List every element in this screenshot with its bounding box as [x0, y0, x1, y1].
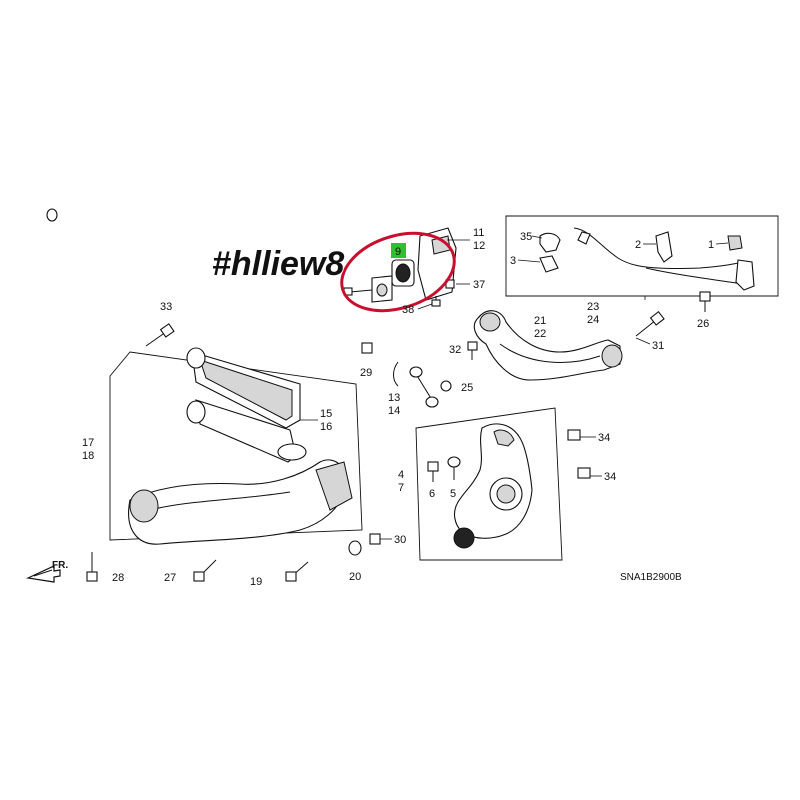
callout-25: 25: [461, 382, 473, 394]
direction-label: FR.: [52, 560, 68, 571]
bolt-28: [86, 552, 98, 582]
nut-25: [440, 380, 452, 392]
part-9-badge: [391, 243, 406, 258]
callout-33: 33: [160, 301, 172, 313]
callout-1: 1: [708, 239, 714, 251]
nut-34-upper: [567, 429, 581, 441]
stabilizer-bar: [46, 208, 406, 373]
callout-20: 20: [349, 571, 361, 583]
callout-38: 38: [402, 304, 414, 316]
callout-9: 9: [395, 246, 401, 258]
callout-34-lower: 34: [604, 471, 616, 483]
callout-24: 24: [587, 314, 599, 326]
lower-arm-group: [109, 347, 363, 545]
bolt-31: [635, 310, 665, 337]
callout-16: 16: [320, 421, 332, 433]
callout-7: 7: [398, 482, 404, 494]
callout-17: 17: [82, 437, 94, 449]
callout-19: 19: [250, 576, 262, 588]
nut-30: [369, 533, 381, 545]
callout-12: 12: [473, 240, 485, 252]
highlight-ellipse: [340, 231, 456, 313]
diagram-code: SNA1B2900B: [620, 572, 682, 583]
bolt-19: [285, 561, 309, 582]
bolt-33: [145, 323, 175, 347]
callout-18: 18: [82, 450, 94, 462]
stabilizer-bracket-assembly: [343, 227, 457, 307]
front-direction-arrow: [25, 565, 61, 583]
callout-22: 22: [534, 328, 546, 340]
callout-27: 27: [164, 572, 176, 584]
knuckle-group: [415, 407, 563, 561]
callout-31: 31: [652, 340, 664, 352]
bolt-32: [467, 341, 478, 360]
bolt-27: [193, 559, 217, 582]
bolt-5: [447, 456, 461, 480]
callout-29: 29: [360, 367, 372, 379]
bolt-26: [699, 291, 711, 312]
callout-5: 5: [450, 488, 456, 500]
nut-34-lower: [577, 467, 591, 479]
callout-2: 2: [635, 239, 641, 251]
callout-11: 11: [473, 227, 484, 239]
nut-29: [361, 342, 373, 354]
callout-14: 14: [388, 405, 400, 417]
callout-13: 13: [388, 392, 400, 404]
callout-23: 23: [587, 301, 599, 313]
callout-3: 3: [510, 255, 516, 267]
upper-arm: [473, 310, 623, 381]
watermark-text: #hlliew8: [212, 245, 344, 283]
bolt-6: [427, 461, 439, 482]
callout-15: 15: [320, 408, 332, 420]
callout-30: 30: [394, 534, 406, 546]
callout-35: 35: [520, 231, 532, 243]
sensor-group: [505, 215, 779, 300]
callout-26: 26: [697, 318, 709, 330]
callout-37: 37: [473, 279, 485, 291]
callout-32: 32: [449, 344, 461, 356]
washer-20: [348, 540, 362, 556]
stabilizer-link: [393, 361, 439, 408]
callout-6: 6: [429, 488, 435, 500]
callout-34-upper: 34: [598, 432, 610, 444]
callout-4: 4: [398, 469, 404, 481]
callout-21: 21: [534, 315, 546, 327]
watermark-logo: #hlliew8: [211, 244, 345, 284]
callout-28: 28: [112, 572, 124, 584]
